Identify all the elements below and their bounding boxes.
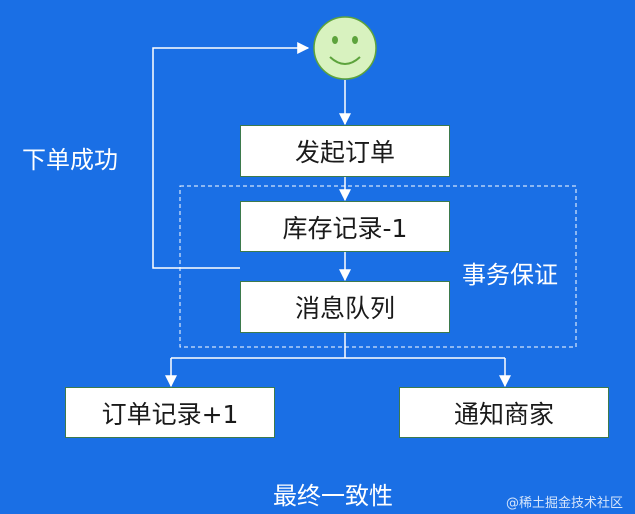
order-success-label: 下单成功: [22, 146, 118, 174]
order-record-label: 订单记录+1: [101, 399, 239, 429]
initiate-order-box: 发起订单: [240, 125, 450, 177]
notify-merchant-box: 通知商家: [399, 387, 609, 438]
initiate-order-label: 发起订单: [294, 138, 395, 167]
order-success-loop-connector: [152, 42, 310, 269]
smiley-face-icon: [313, 16, 377, 80]
order-record-box: 订单记录+1: [65, 387, 275, 438]
notify-merchant-label: 通知商家: [453, 399, 554, 429]
transaction-guarantee-label: 事务保证: [462, 261, 558, 289]
eventual-consistency-label: 最终一致性: [273, 482, 393, 510]
inventory-record-box: 库存记录-1: [240, 201, 450, 252]
inventory-record-label: 库存记录-1: [282, 213, 408, 243]
transaction-boundary: [179, 185, 577, 348]
message-queue-label: 消息队列: [294, 294, 395, 323]
message-queue-box: 消息队列: [240, 281, 450, 333]
watermark: @稀土掘金技术社区: [506, 496, 624, 511]
